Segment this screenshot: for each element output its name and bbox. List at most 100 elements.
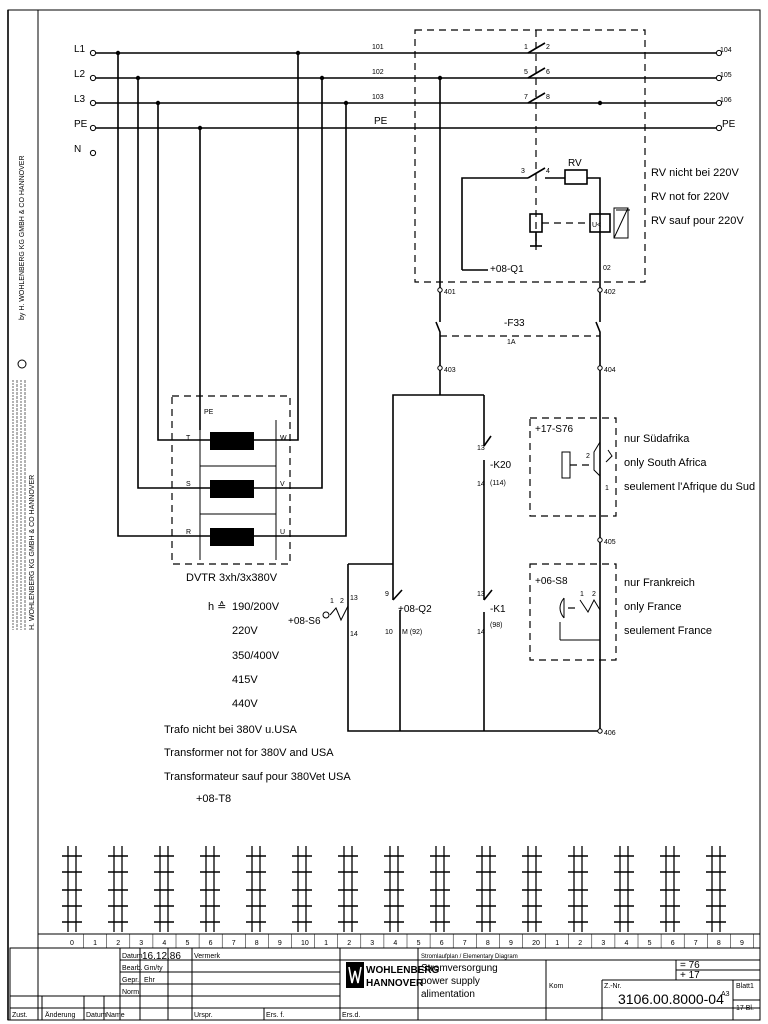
- tb-ref-prev: = 76: [680, 960, 700, 971]
- s6-c2: 2: [340, 598, 344, 605]
- ruler-number: 5: [417, 940, 421, 947]
- trafo-r: R: [186, 529, 191, 536]
- tb-datum: 16.12.86: [142, 951, 181, 962]
- tb-gepr-label: Gepr.: [122, 977, 139, 984]
- ruler-number: 8: [717, 940, 721, 947]
- trafo-voltage-4: 415V: [232, 674, 258, 686]
- s8-note-de: nur Frankreich: [624, 577, 695, 589]
- tb-zust: Zust.: [12, 1012, 28, 1019]
- trafo-note-de: Trafo nicht bei 380V u.USA: [164, 724, 298, 736]
- ruler-number: 6: [209, 940, 213, 947]
- terminal-strip: [706, 846, 726, 932]
- terminal-strip: [200, 846, 220, 932]
- q2-c10: 10: [385, 629, 393, 636]
- tb-norm-label: Norm: [122, 989, 139, 996]
- wire-404: 404: [604, 367, 616, 374]
- trafo-label: DVTR 3xh/3x380V: [186, 572, 278, 584]
- trafo-voltage-1: 190/200V: [232, 601, 280, 613]
- q1-contact-8: 8: [546, 94, 550, 101]
- ruler-number: 1: [555, 940, 559, 947]
- ruler-number: 0: [70, 940, 74, 947]
- wire-105: 105: [720, 72, 732, 79]
- s6-switch: [322, 600, 349, 636]
- tb-datum-label: Datum: [122, 953, 143, 960]
- f33-rating: 1A: [507, 339, 516, 346]
- ruler-number: 7: [463, 940, 467, 947]
- label-n: N: [74, 144, 81, 155]
- k20-label: -K20: [490, 460, 512, 471]
- tb-datum2: Datum: [86, 1012, 107, 1019]
- ruler-number: 8: [486, 940, 490, 947]
- tb-blatt: 1: [750, 983, 754, 990]
- tb-urspr: Urspr.: [194, 1012, 213, 1019]
- s76-c1: 1: [605, 485, 609, 492]
- terminal-strip: [108, 846, 128, 932]
- s8-enclosure: [529, 563, 617, 661]
- q1-contact-3: 3: [521, 168, 525, 175]
- s76-switch: [561, 441, 613, 479]
- ruler-number: 8: [255, 940, 259, 947]
- ruler-number: 4: [625, 940, 629, 947]
- copyright-notice-block: [12, 380, 26, 630]
- ruler-number: 20: [532, 940, 540, 947]
- owner-text: H. WOHLENBERG KG GMBH & CO HANNOVER: [29, 475, 36, 630]
- trafo-note-fr: Transformateur sauf pour 380Vet USA: [164, 771, 351, 783]
- control-wiring: [435, 78, 603, 420]
- tb-drawing-no: 3106.00.8000-04: [618, 991, 724, 1007]
- terminal-strip: [614, 846, 634, 932]
- terminal-strip: [660, 846, 680, 932]
- k1-c13: 13: [477, 591, 485, 598]
- k1-c14: 14: [477, 629, 485, 636]
- q2-label: +08-Q2: [398, 604, 432, 615]
- tb-ref-next: + 17: [680, 970, 700, 981]
- terminal-strip: [430, 846, 450, 932]
- q1-aux-circuit: [461, 167, 630, 271]
- label-l1: L1: [74, 44, 86, 55]
- label-l3: L3: [74, 94, 86, 105]
- rv-note-fr: RV sauf pour 220V: [651, 215, 744, 227]
- s8-note-en: only France: [624, 601, 681, 613]
- rv-label: RV: [568, 158, 582, 169]
- ruler-number: 9: [509, 940, 513, 947]
- ruler-number: 6: [440, 940, 444, 947]
- q2-sub: M (92): [402, 629, 422, 636]
- label-pe: PE: [74, 119, 88, 130]
- tb-title-fr: alimentation: [421, 989, 475, 1000]
- terminal-strip: [292, 846, 312, 932]
- title-block: [9, 947, 761, 1021]
- ruler-number: 6: [671, 940, 675, 947]
- undervoltage-label: U<: [592, 222, 601, 229]
- ruler-number: 7: [232, 940, 236, 947]
- trafo-ref: +08-T8: [196, 793, 231, 805]
- wire-401: 401: [444, 289, 456, 296]
- q2-c9: 9: [385, 591, 389, 598]
- tb-type: Stromlaufplan / Elementary Diagram: [421, 954, 518, 960]
- wire-pe-out: PE: [722, 119, 736, 130]
- f33-label: -F33: [504, 318, 525, 329]
- ruler-number: 2: [116, 940, 120, 947]
- s76-note-fr: seulement l'Afrique du Sud: [624, 481, 755, 493]
- tb-z-nr: Z.-Nr.: [604, 983, 622, 990]
- tb-kom: Kom: [549, 983, 564, 990]
- q1-label: +08-Q1: [490, 264, 524, 275]
- tb-title-de: Stromversorgung: [421, 963, 498, 974]
- k1-sub: (98): [490, 622, 502, 629]
- s8-label: +06-S8: [535, 576, 568, 587]
- trafo-voltage-3: 350/400V: [232, 650, 280, 662]
- s76-enclosure: [529, 417, 617, 517]
- ruler-number: 10: [301, 940, 309, 947]
- ruler-number: 4: [393, 940, 397, 947]
- s6-c1: 1: [330, 598, 334, 605]
- tb-name: Name: [106, 1012, 125, 1019]
- terminal-strip: [154, 846, 174, 932]
- trafo-voltage-5: 440V: [232, 698, 258, 710]
- terminal-strips: [62, 846, 726, 932]
- copyright-text: by H. WOHLENBERG KG GMBH & CO HANNOVER: [19, 155, 26, 320]
- wire-02: 02: [603, 265, 611, 272]
- tb-vermerk: Vermerk: [194, 953, 221, 960]
- rv-note-en: RV not for 220V: [651, 191, 730, 203]
- ruler-number: 9: [740, 940, 744, 947]
- busbar-lines: [89, 49, 723, 157]
